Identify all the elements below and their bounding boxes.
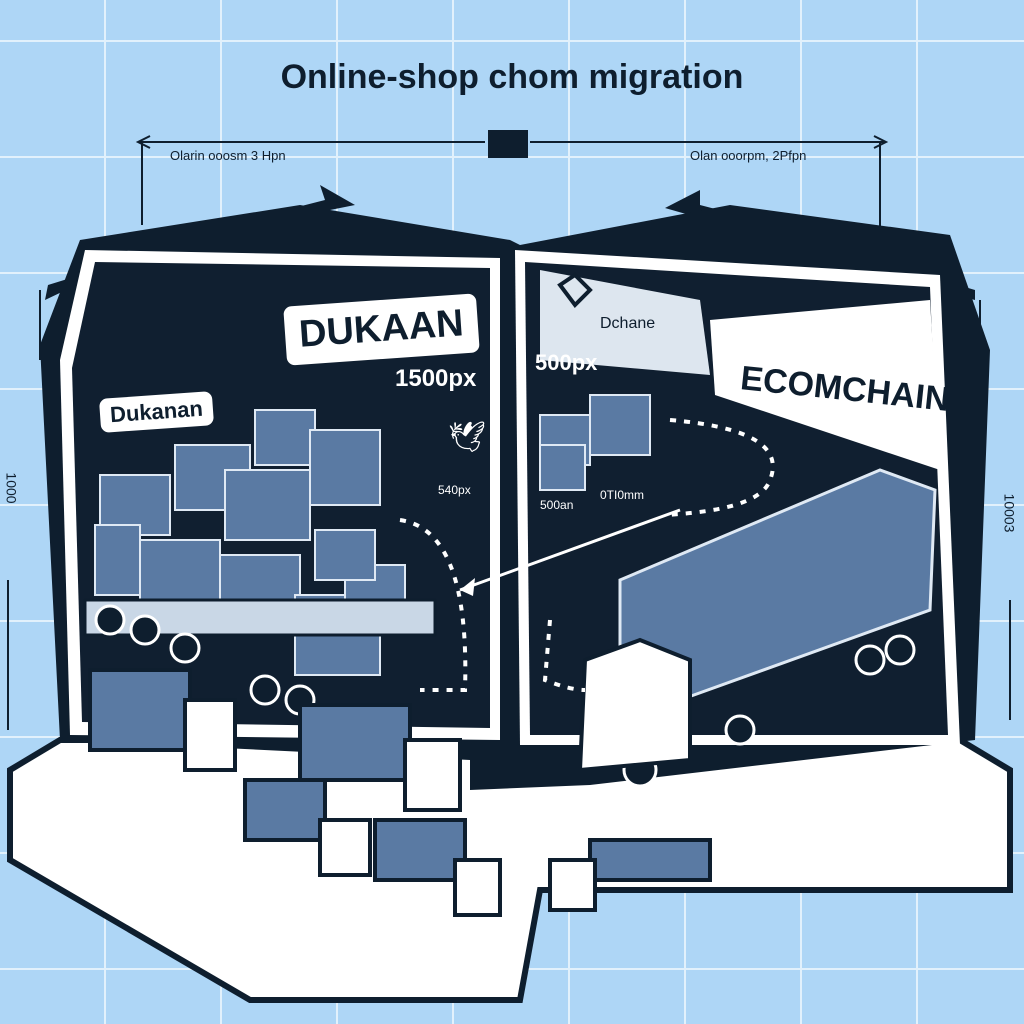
center-marker bbox=[488, 130, 528, 158]
dchane-logo-icon bbox=[557, 272, 593, 309]
left-small-label: 540px bbox=[438, 483, 471, 497]
dimension-label-left: Olarin ooosm 3 Hpn bbox=[170, 148, 286, 163]
page-title: Online-shop chom migration bbox=[280, 58, 744, 96]
dimension-label-right: Olan ooorpm, 2Pfpn bbox=[690, 148, 807, 163]
right-size-label: 500px bbox=[535, 350, 598, 375]
ecomchain-banner bbox=[710, 300, 940, 470]
right-small-label-b: 0TI0mm bbox=[600, 488, 645, 502]
migration-paths bbox=[399, 418, 775, 692]
dchane-tab-label: Dchane bbox=[600, 315, 656, 332]
right-small-label-a: 500an bbox=[540, 498, 574, 512]
small-trucks bbox=[88, 668, 712, 917]
left-size-label: 1500px bbox=[395, 365, 477, 392]
boxes-left bbox=[94, 394, 651, 676]
transfer-arrow bbox=[459, 508, 681, 592]
bird-icon: 🕊 bbox=[448, 421, 487, 454]
truck-cab bbox=[577, 637, 692, 773]
side-label-right: 10003 bbox=[1001, 493, 1018, 533]
side-label-left: 1000 bbox=[3, 472, 20, 504]
